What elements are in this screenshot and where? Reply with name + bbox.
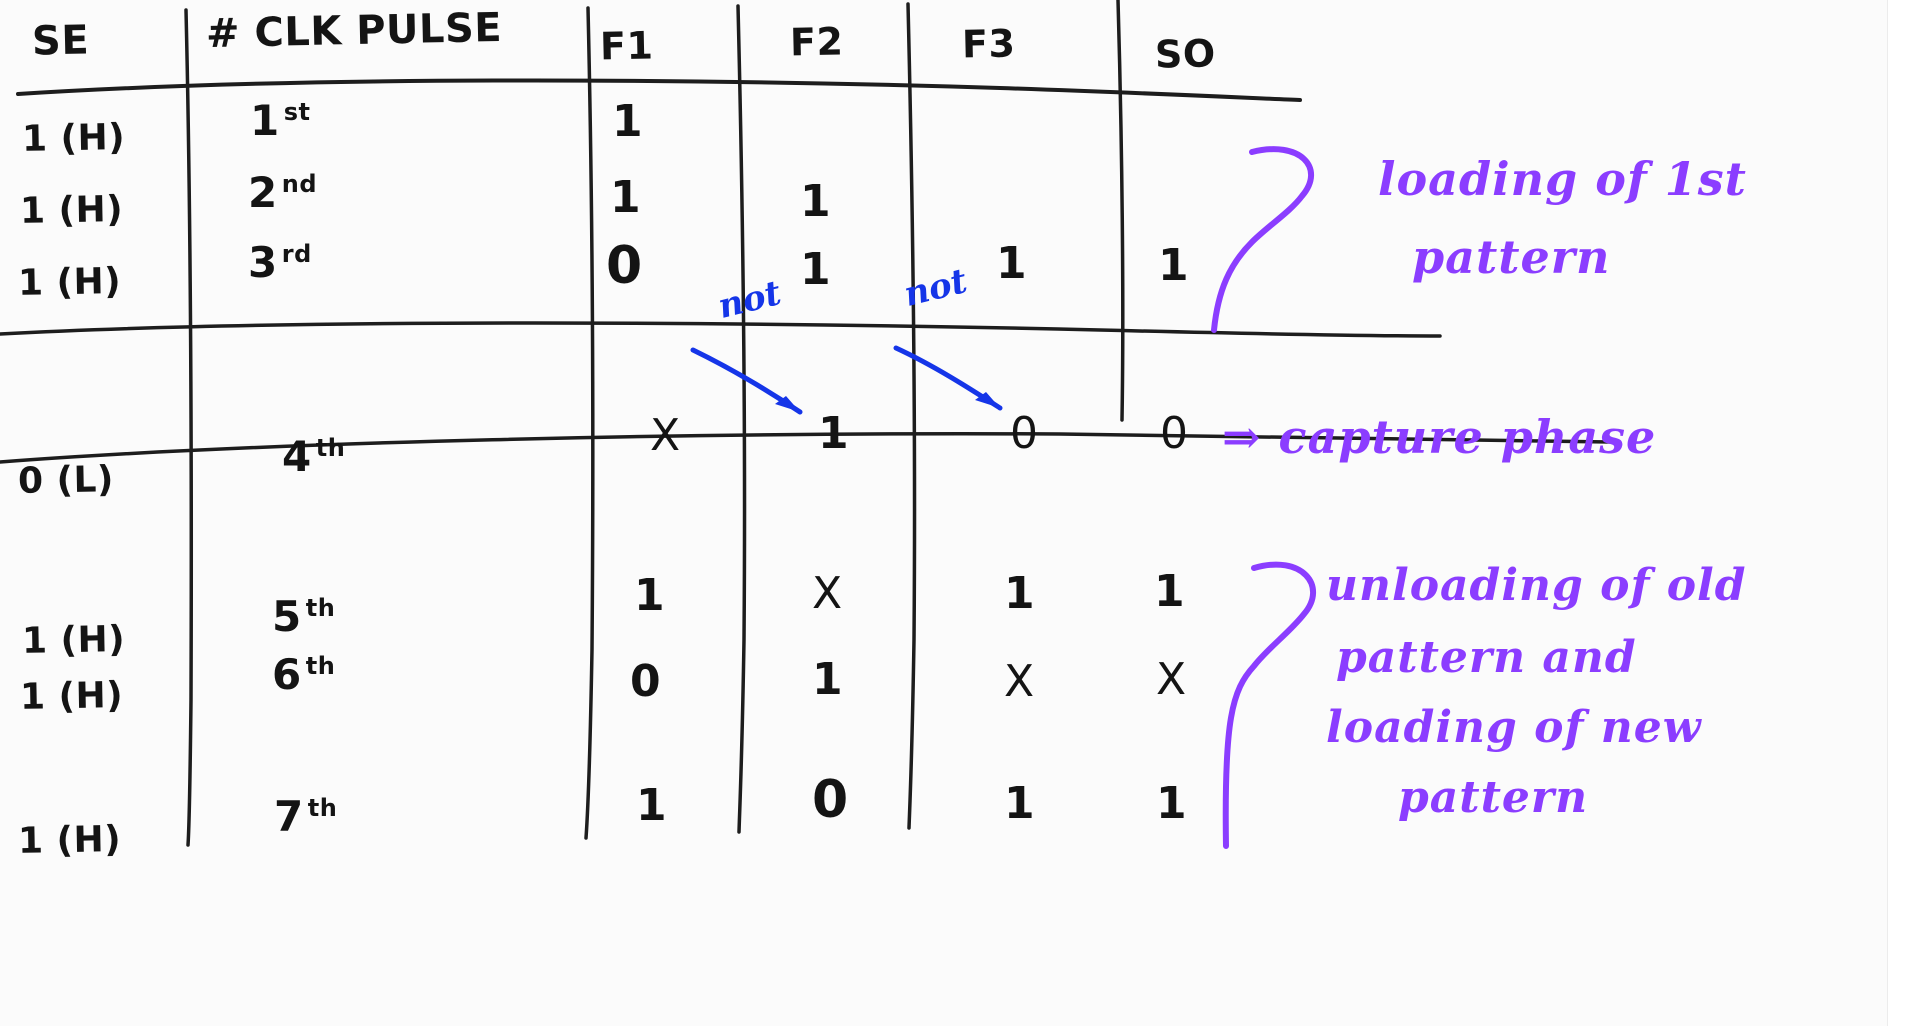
pulse-number: 4 (282, 432, 312, 481)
cell-so-row3: 1 (1158, 240, 1190, 291)
cell-f3-row7: 1 (1004, 778, 1036, 829)
cell-f1-row2: 1 (610, 172, 642, 223)
annotation-unloading-line1: unloading of old (1326, 560, 1747, 611)
pulse-number: 6 (272, 650, 302, 699)
cell-so-row4: 0 (1160, 408, 1189, 459)
cell-f1-row3: 0 (606, 236, 643, 296)
cell-f1-row1: 1 (612, 96, 644, 147)
cell-f1-row4: X (650, 410, 681, 461)
cell-f3-row4: 0 (1010, 408, 1039, 459)
annotation-unloading-line3: loading of new (1326, 702, 1702, 753)
annotation-loading-first-pattern-line1: loading of 1st (1378, 152, 1747, 206)
cell-se-row4: 0 (L) (17, 459, 115, 502)
pulse-number: 1 (250, 96, 280, 145)
column-header-f2: F2 (789, 19, 844, 65)
pulse-ordinal: th (307, 794, 338, 822)
cell-so-row6: X (1156, 654, 1187, 705)
cell-f3-row5: 1 (1004, 568, 1036, 619)
cell-se-row6: 1 (H) (19, 675, 124, 718)
annotation-unloading-line4: pattern (1398, 772, 1589, 823)
cell-f2-row5: X (812, 568, 843, 619)
cell-f3-row6: X (1004, 656, 1035, 707)
pulse-ordinal: th (315, 434, 346, 462)
page-edge-strip (1887, 0, 1910, 1026)
pulse-number: 3 (248, 238, 278, 287)
cell-se-row2: 1 (H) (19, 189, 124, 232)
cell-se-row3: 1 (H) (17, 261, 122, 304)
cell-se-row1: 1 (H) (21, 117, 126, 160)
pulse-ordinal: st (283, 98, 311, 126)
pulse-ordinal: th (305, 594, 336, 622)
cell-f2-row4: 1 (818, 408, 850, 459)
annotation-capture-phase: ⇒ capture phase (1222, 410, 1657, 464)
column-header-f1: F1 (599, 23, 654, 69)
column-header-f3: F3 (961, 21, 1016, 67)
pulse-number: 2 (248, 168, 278, 217)
cell-se-row7: 1 (H) (17, 819, 122, 862)
cell-se-row5: 1 (H) (21, 619, 126, 662)
cell-f2-row6: 1 (812, 654, 844, 705)
cell-f2-row3: 1 (800, 244, 832, 295)
cell-f1-row5: 1 (634, 570, 666, 621)
column-header-clk-pulse: # CLK PULSE (205, 4, 503, 58)
column-header-so: SO (1154, 31, 1217, 77)
pulse-ordinal: th (305, 652, 336, 680)
column-header-se: SE (31, 17, 90, 65)
cell-f3-row3: 1 (996, 238, 1028, 289)
pulse-ordinal: nd (281, 170, 317, 198)
annotation-unloading-line2: pattern and (1336, 632, 1637, 683)
not-label-f1-to-f2: not (714, 272, 786, 328)
cell-f1-row6: 0 (630, 656, 662, 707)
cell-f1-row7: 1 (636, 780, 668, 831)
cell-f2-row2: 1 (800, 176, 832, 227)
cell-so-row7: 1 (1156, 778, 1188, 829)
cell-so-row5: 1 (1154, 566, 1186, 617)
cell-f2-row7: 0 (812, 770, 849, 830)
pulse-ordinal: rd (281, 240, 312, 268)
pulse-number: 5 (272, 592, 302, 641)
annotation-loading-first-pattern-line2: pattern (1412, 230, 1611, 284)
pulse-number: 7 (274, 792, 304, 841)
not-label-f2-to-f3: not (900, 260, 972, 316)
